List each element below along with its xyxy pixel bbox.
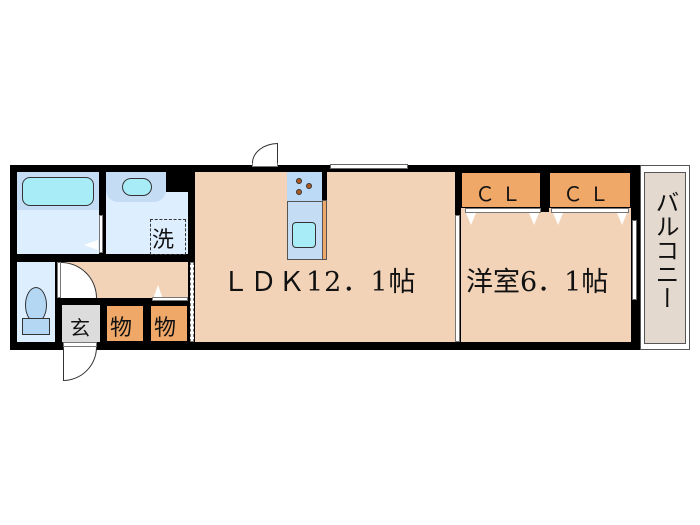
burner-icon xyxy=(296,189,302,195)
closet-2-label: ＣＬ xyxy=(563,182,615,206)
stove-icon xyxy=(287,172,324,202)
door-arrow-icon xyxy=(617,213,627,225)
washroom-pillar xyxy=(166,172,188,192)
washer-space xyxy=(150,219,186,255)
closet-1-label: ＣＬ xyxy=(475,182,527,206)
storage-1 xyxy=(106,305,144,342)
kitchen-wall xyxy=(322,172,327,202)
closet-2 xyxy=(549,172,631,208)
closet-1 xyxy=(461,172,541,208)
door-arrow-icon xyxy=(466,213,476,225)
storage-1-label: 物 xyxy=(110,316,133,341)
closet-1-doors[interactable] xyxy=(465,208,541,213)
entrance-label: 玄 xyxy=(70,316,90,340)
storage-door-arrow-icon xyxy=(153,285,163,299)
sliding-door[interactable] xyxy=(455,215,460,342)
storage-2 xyxy=(150,305,188,342)
door-arrow-icon xyxy=(553,213,563,225)
entrance-door xyxy=(63,342,97,347)
kitchen-sink-icon xyxy=(292,222,316,248)
burner-icon xyxy=(306,183,312,189)
balcony-window[interactable] xyxy=(632,220,637,300)
bathtub-icon xyxy=(22,177,94,206)
bath-door xyxy=(99,215,103,253)
door-arrow-icon xyxy=(529,213,539,225)
entrance xyxy=(62,305,100,342)
ldk-top-door-swing-icon xyxy=(252,143,278,163)
closet-2-doors[interactable] xyxy=(551,208,629,213)
ldk-label: ＬＤＫ12．1帖 xyxy=(222,267,417,298)
toilet-tank-icon xyxy=(22,318,50,335)
toilet-door xyxy=(57,262,61,298)
balcony xyxy=(644,172,686,344)
storage-2-label: 物 xyxy=(154,316,177,341)
ldk-partition-door xyxy=(190,262,194,342)
kitchen-side-panel xyxy=(322,200,327,260)
balcony-label: バルコニー xyxy=(651,190,679,310)
entrance-door-swing-icon xyxy=(63,347,97,381)
washer-label: 洗 xyxy=(152,228,175,253)
storage-door xyxy=(152,297,188,301)
bath-door-arrow-icon xyxy=(84,240,98,250)
western-room-label: 洋室6．1帖 xyxy=(466,267,609,298)
ldk-window[interactable] xyxy=(330,164,408,169)
closet-divider xyxy=(541,172,549,212)
burner-icon xyxy=(296,178,302,184)
sink-icon xyxy=(122,178,152,196)
